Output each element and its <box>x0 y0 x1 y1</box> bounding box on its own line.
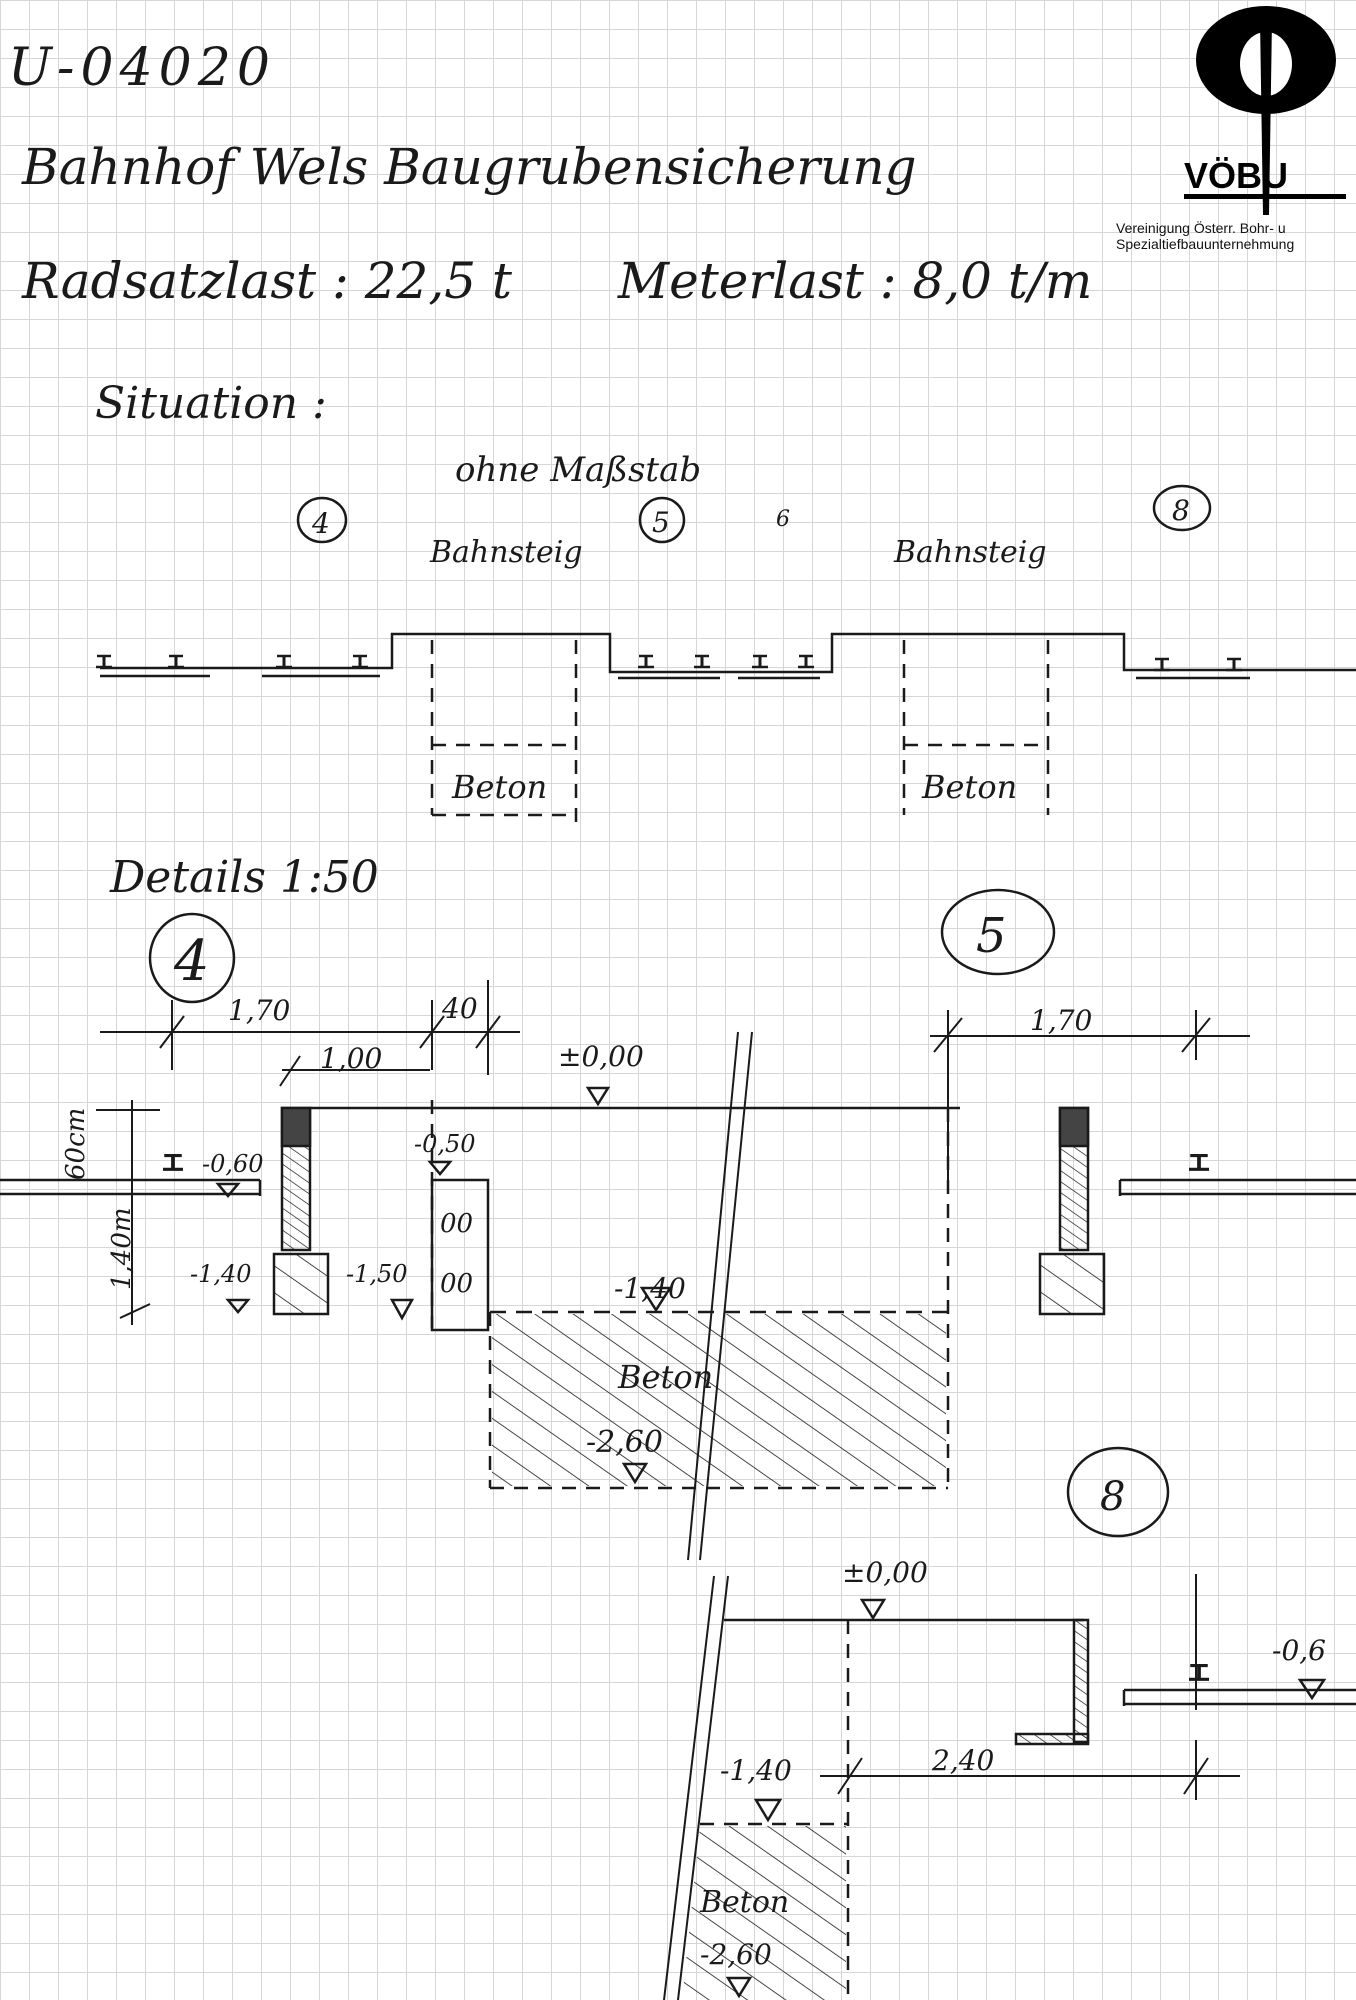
level-slab-d8: -1,40 <box>720 1754 792 1787</box>
platform-label-left: Bahnsteig <box>429 535 583 570</box>
dim-170-right: 1,70 <box>1030 1004 1092 1037</box>
document-title: Bahnhof Wels Baugrubensicherung <box>22 138 917 196</box>
axle-load: Radsatzlast : 22,5 t <box>22 252 513 310</box>
concrete-block-left <box>430 640 578 825</box>
track-marker-8: 8 <box>1152 484 1212 532</box>
load-line: Radsatzlast : 22,5 t Meterlast : 8,0 t/m <box>22 252 1182 310</box>
detail-8: 8 ±0,00 -0,6 2,40 -1,40 Beton -2,60 <box>663 1446 1356 2000</box>
dim-240: 2,40 <box>931 1744 994 1777</box>
level-platform-base: -1,50 <box>346 1260 408 1288</box>
dim-40: 40 <box>441 992 478 1025</box>
level-bottom-d8: -2,60 <box>700 1938 772 1971</box>
svg-text:5: 5 <box>652 506 670 539</box>
voebu-emblem-icon: VÖBU <box>1184 6 1346 215</box>
level-bottom-d5: -2,60 <box>586 1425 663 1460</box>
track-marker-5: 5 <box>638 496 686 544</box>
situation-plan: 4 5 6 8 Bahnsteig Bahnsteig <box>94 484 1356 825</box>
svg-text:4: 4 <box>311 507 330 540</box>
level-rail-d8: -0,6 <box>1272 1634 1326 1667</box>
concrete-label-d8: Beton <box>699 1885 789 1920</box>
dim-60cm: 60cm <box>61 1108 91 1180</box>
tagline-line1: Vereinigung Österr. Bohr- u <box>1116 220 1286 236</box>
detail-4-number: 4 <box>173 929 210 994</box>
meter-load: Meterlast : 8,0 t/m <box>617 252 1093 310</box>
details-label: Details 1:50 <box>110 852 379 903</box>
situation-label: Situation : <box>95 378 327 429</box>
concrete-block-right <box>902 640 1050 815</box>
dim-170-left: 1,70 <box>228 994 290 1027</box>
block-mark-1: 00 <box>440 1209 473 1239</box>
dim-140m: 1,40m <box>107 1207 137 1290</box>
level-top-d8: ±0,00 <box>842 1556 928 1589</box>
level-footing-d4: -1,40 <box>190 1260 252 1288</box>
detail-4: 4 1,70 40 1,00 60cm 1,40m -0,60 -1,40 <box>0 912 960 1332</box>
platform-label-right: Bahnsteig <box>893 535 1047 570</box>
dim-100: 1,00 <box>320 1042 382 1075</box>
voebu-logo: VÖBU Vereinigung Österr. Bohr- u Spezial… <box>1116 0 1356 260</box>
ground-profile <box>100 632 1356 674</box>
block-mark-2: 00 <box>440 1269 473 1299</box>
level-top-d5: ±0,00 <box>558 1040 644 1073</box>
track-marker-6: 6 <box>776 507 790 532</box>
logo-tagline: Vereinigung Österr. Bohr- u Spezialtiefb… <box>1116 220 1294 252</box>
document-id: U-04020 <box>8 38 276 98</box>
level-platform-edge: -0,50 <box>414 1130 476 1158</box>
svg-text:8: 8 <box>1172 494 1190 527</box>
level-rail-d4: -0,60 <box>202 1150 264 1178</box>
scale-note: ohne Maßstab <box>455 450 702 490</box>
concrete-label-d5: Beton <box>617 1358 713 1396</box>
detail-5: 5 ±0,00 1,70 -1,40 Beton -2,60 <box>488 888 1356 1561</box>
concrete-label-right: Beton <box>921 768 1017 806</box>
concrete-label-left: Beton <box>451 768 547 806</box>
detail-8-number: 8 <box>1100 1474 1125 1520</box>
detail-5-number: 5 <box>976 908 1007 964</box>
tagline-line2: Spezialtiefbauunternehmung <box>1116 236 1295 252</box>
track-marker-4: 4 <box>296 496 348 544</box>
logo-wordmark: VÖBU <box>1184 155 1288 196</box>
